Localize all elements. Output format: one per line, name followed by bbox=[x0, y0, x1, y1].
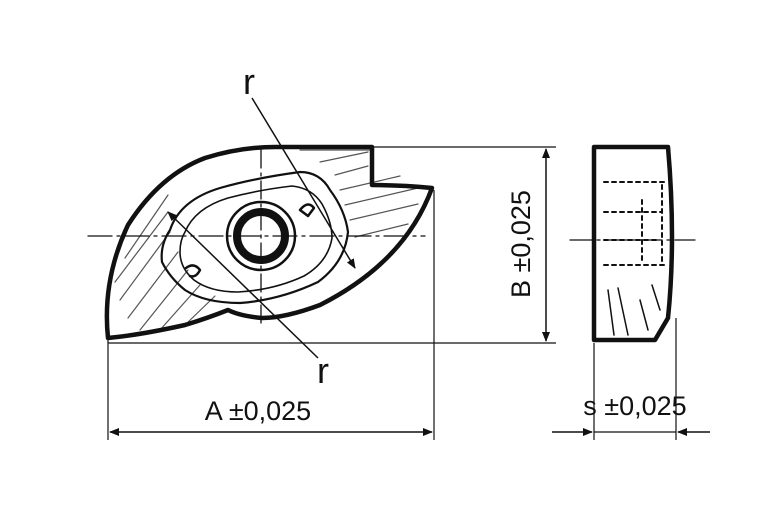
side-view-hidden-lines bbox=[603, 181, 667, 266]
chip-groove-left bbox=[184, 264, 202, 278]
chipbreaker-outline bbox=[160, 170, 350, 305]
radius-leader-top bbox=[251, 97, 356, 269]
radius-label-bottom: r bbox=[317, 350, 329, 391]
radius-leader-bottom bbox=[167, 211, 319, 359]
rake-face-hatching bbox=[114, 149, 419, 331]
front-view bbox=[87, 144, 435, 341]
radius-label-top: r bbox=[243, 61, 255, 102]
dim-a-label: A ±0,025 bbox=[205, 396, 311, 426]
side-view-texture bbox=[607, 284, 661, 336]
dim-b-label: B ±0,025 bbox=[506, 190, 536, 298]
chipbreaker-inner bbox=[179, 185, 333, 293]
dimensions bbox=[107, 146, 710, 440]
dim-s-label: s ±0,025 bbox=[583, 391, 686, 421]
side-view-outline bbox=[591, 144, 675, 343]
insert-outline bbox=[104, 144, 435, 341]
side-view bbox=[569, 144, 696, 343]
radius-leaders: r r bbox=[167, 61, 356, 391]
chip-groove-right bbox=[298, 203, 316, 218]
